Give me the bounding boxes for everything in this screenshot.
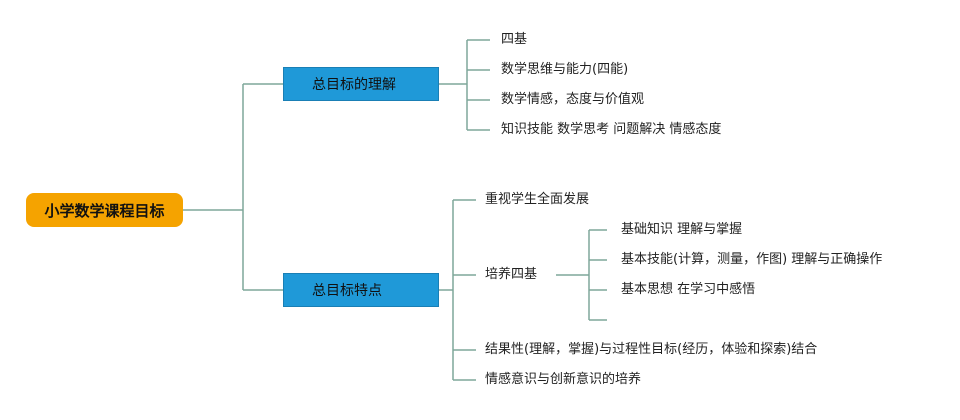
root-node[interactable]: 小学数学课程目标: [26, 193, 183, 227]
leaf-node[interactable]: 四基: [501, 32, 528, 47]
sub-leaf-node[interactable]: 基本思想 在学习中感悟: [621, 282, 756, 297]
branch-node-label: 总目标特点: [312, 283, 382, 299]
leaf-node[interactable]: 数学思维与能力(四能): [501, 62, 629, 77]
sub-leaf-node[interactable]: 基本技能(计算，测量，作图) 理解与正确操作: [621, 252, 883, 267]
branch-node-label: 总目标的理解: [312, 77, 396, 93]
root-node-label: 小学数学课程目标: [44, 201, 165, 220]
branch-node-goal-features[interactable]: 总目标特点: [283, 273, 439, 307]
sub-leaf-node[interactable]: 基础知识 理解与掌握: [621, 222, 743, 237]
leaf-node-cultivate-four-basics[interactable]: 培养四基: [485, 267, 538, 282]
leaf-node[interactable]: 重视学生全面发展: [485, 192, 590, 207]
leaf-node[interactable]: 结果性(理解，掌握)与过程性目标(经历，体验和探索)结合: [485, 342, 818, 357]
leaf-node[interactable]: 数学情感，态度与价值观: [501, 92, 645, 107]
branch-node-goal-understanding[interactable]: 总目标的理解: [283, 67, 439, 101]
leaf-node[interactable]: 情感意识与创新意识的培养: [485, 372, 642, 387]
leaf-node[interactable]: 知识技能 数学思考 问题解决 情感态度: [501, 122, 722, 137]
